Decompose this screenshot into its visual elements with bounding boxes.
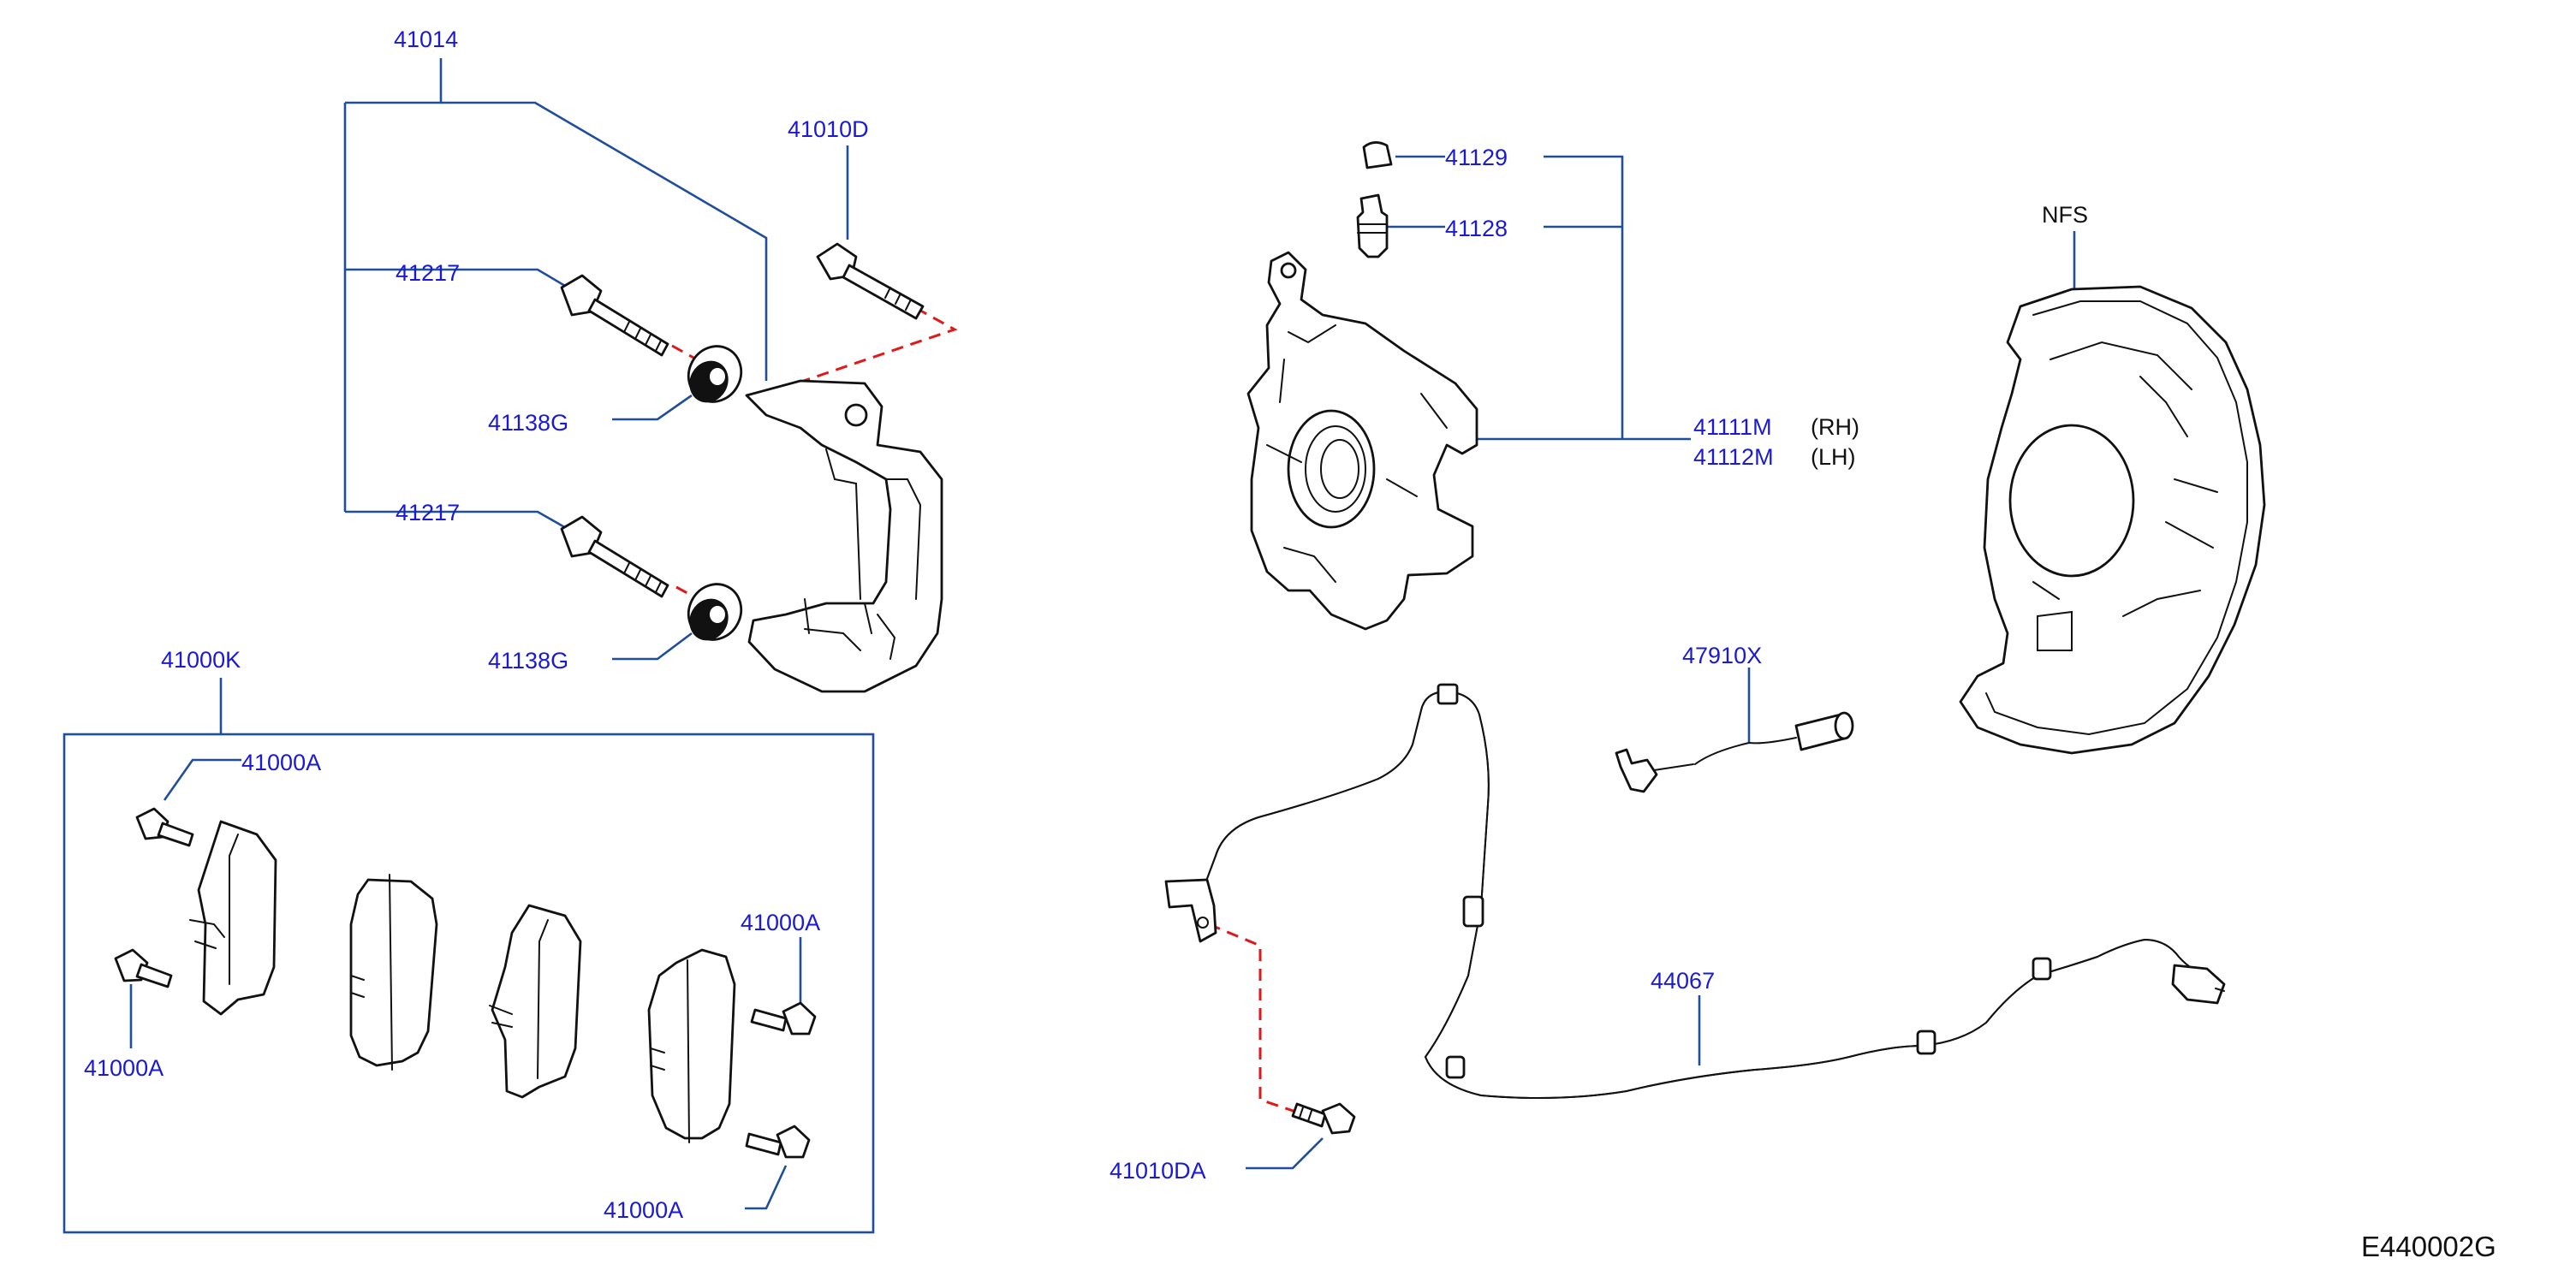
callout-41217-top[interactable]: 41217 [396,260,460,286]
guide-pin-bottom [560,515,669,598]
callout-41000A-4[interactable]: 41000A [604,1197,683,1223]
caliper-bracket [745,379,943,693]
hidden-line-41138G-top [671,344,729,378]
caliper-body [1246,251,1478,631]
brake-pad-4 [647,948,736,1143]
callout-44067[interactable]: 44067 [1651,968,1715,994]
brake-pad-1 [189,820,277,1016]
dust-shield [1959,285,2266,755]
callout-41112M[interactable]: 41112M [1693,444,1774,470]
leader-caliper-bracket [1477,155,1691,441]
callout-41010D[interactable]: 41010D [788,116,869,142]
callout-41000A-2[interactable]: 41000A [84,1055,164,1081]
callout-41111M[interactable]: 41111M [1693,414,1772,440]
leader-41217-bot [495,510,574,534]
callout-41000K[interactable]: 41000K [161,647,241,673]
callout-41138G-top[interactable]: 41138G [488,410,568,436]
bleed-cap-41129 [1362,141,1393,169]
leader-41010DA [1246,1137,1324,1170]
guide-pin-top [560,274,669,357]
screw-41000A-3 [750,1001,817,1036]
callout-47910X[interactable]: 47910X [1682,643,1762,668]
callout-41000A-3[interactable]: 41000A [741,910,820,935]
label-rh: (RH) [1811,414,1859,440]
label-lh: (LH) [1811,444,1856,470]
leader-41000A-4 [745,1165,788,1210]
callout-41128[interactable]: 41128 [1445,216,1508,241]
leader-41138G-top [612,394,693,421]
brake-pad-3 [489,904,582,1099]
screw-41000A-1 [135,807,194,847]
wear-sensor-47910X [1615,711,1854,793]
leader-41014 [345,58,768,381]
brake-pad-2 [349,874,438,1071]
bolt-41010DA [1291,1102,1356,1135]
hidden-line-41010D [795,306,958,385]
leader-41138G-bot [612,632,693,661]
callout-41000A-1[interactable]: 41000A [241,750,321,775]
callout-41014[interactable]: 41014 [394,27,458,52]
screw-41000A-2 [114,948,173,988]
leader-41217-top [495,268,574,293]
bleed-screw-41128 [1356,193,1389,258]
callout-41129[interactable]: 41129 [1445,145,1508,170]
callout-41217-bot[interactable]: 41217 [396,500,460,525]
bushing-bottom [687,583,743,641]
callout-41138G-bot[interactable]: 41138G [488,648,568,674]
kit-box-41000K [62,733,875,1234]
callout-41010DA[interactable]: 41010DA [1110,1158,1206,1184]
screw-41000A-4 [745,1125,811,1159]
hidden-lines [671,306,1319,1121]
label-nfs: NFS [2042,202,2088,228]
bushing-top [687,345,743,403]
hidden-line-41010DA [1208,923,1319,1121]
leader-lines [62,58,2076,1234]
abs-sensor-cable-44067 [1164,683,2226,1100]
diagram-code: E440002G [2361,1231,2496,1262]
callout-labels: 41014 41010D 41217 41138G 41217 41138G 4… [84,27,2496,1262]
leader-41000A-1 [163,758,241,801]
bolt-41010D [816,242,925,320]
leader-41014-bracket [343,103,495,513]
